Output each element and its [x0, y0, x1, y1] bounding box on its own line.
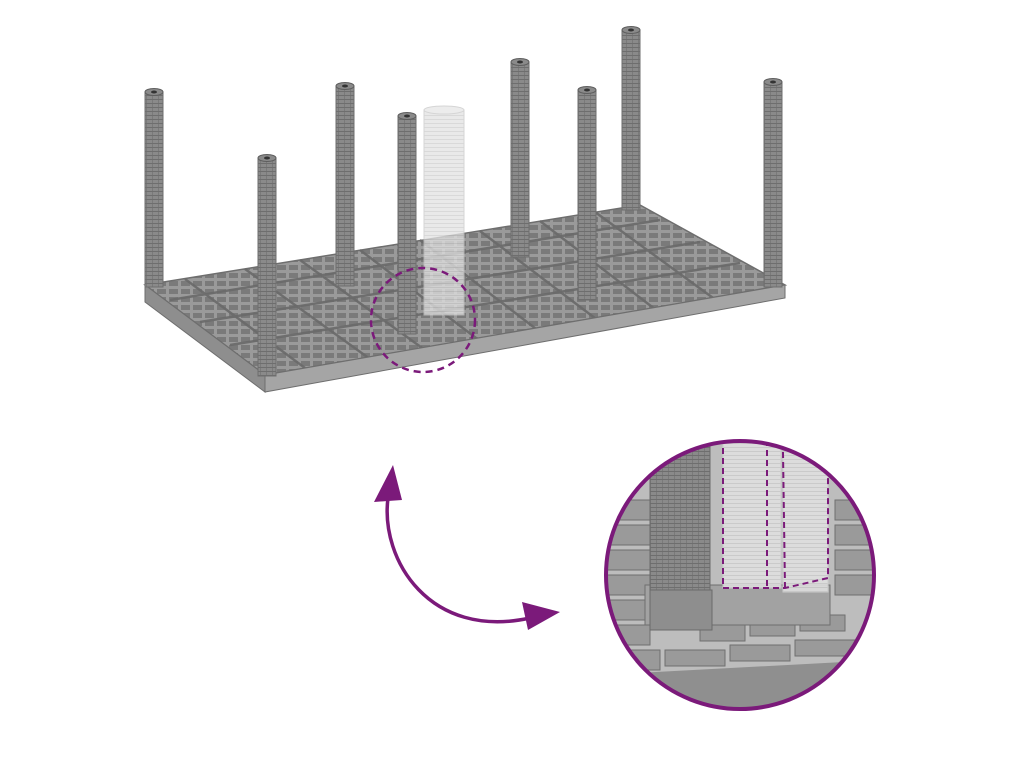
zoom-ghost-post: [782, 451, 829, 593]
curved-double-arrow-icon: [374, 465, 560, 630]
post: [577, 86, 597, 301]
zoom-detail-view: [604, 439, 876, 711]
post: [257, 154, 277, 377]
posts: [144, 26, 783, 377]
post: [335, 82, 355, 287]
zoom-post: [649, 441, 711, 601]
zoom-frame: [604, 439, 876, 711]
post: [397, 112, 417, 335]
post: [510, 58, 530, 258]
post: [144, 88, 164, 288]
post: [621, 26, 641, 211]
detail-callout-circle: [369, 266, 477, 374]
zoom-ghost-post: [722, 441, 782, 589]
post: [763, 78, 783, 288]
pallet-base: [143, 204, 788, 393]
ghost-post: [423, 105, 465, 316]
